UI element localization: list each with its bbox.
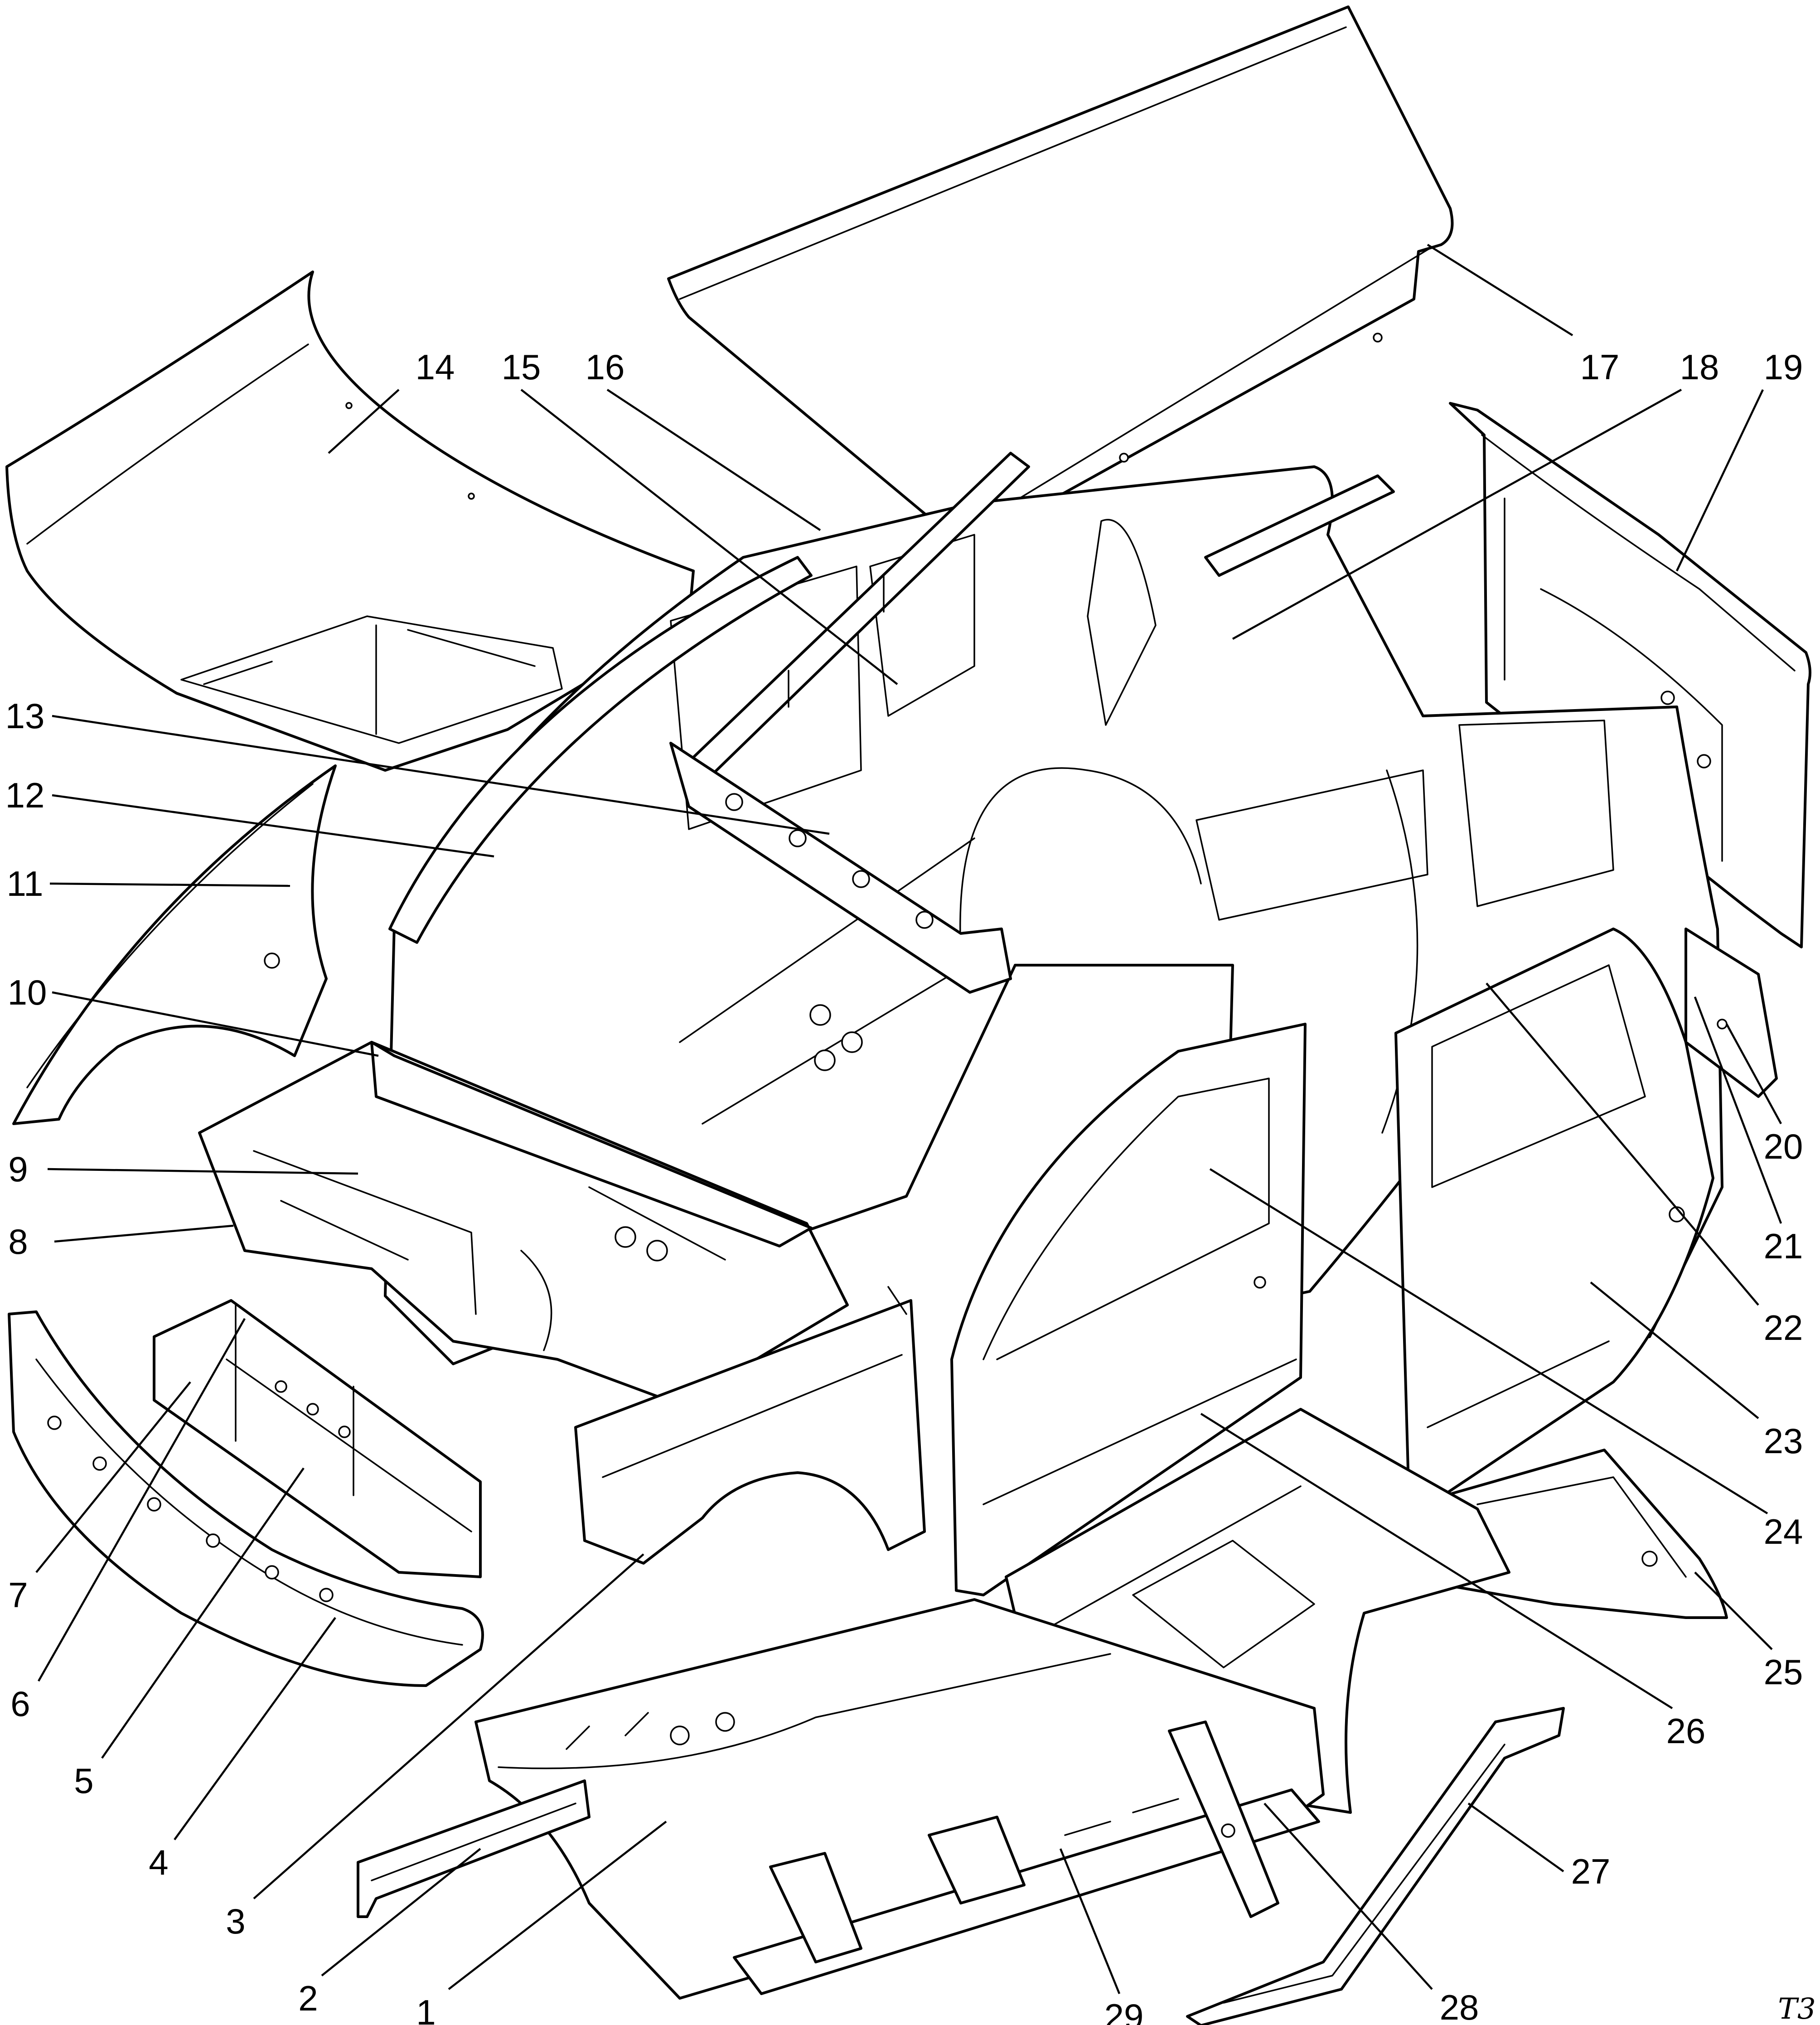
callout-7: 7	[8, 1575, 28, 1615]
callout-5: 5	[74, 1761, 93, 1801]
roof-panel	[667, 5, 1454, 537]
body-shell	[384, 465, 1723, 1374]
callout-13: 13	[5, 696, 45, 736]
leader-9	[47, 1168, 358, 1175]
floor-crossmember	[733, 1788, 1320, 1995]
leader-10	[52, 991, 379, 1057]
leader-12	[52, 794, 494, 858]
leader-8	[54, 1224, 234, 1243]
leader-7	[35, 1381, 191, 1573]
leader-28	[1263, 1803, 1433, 1990]
publisher-logo-text: T3	[1778, 1992, 1815, 2025]
callout-12: 12	[5, 775, 45, 815]
leader-25	[1694, 1571, 1773, 1650]
front-door	[950, 1023, 1307, 1596]
leader-21	[1694, 996, 1782, 1224]
callout-10: 10	[8, 972, 47, 1012]
leader-22	[1486, 982, 1759, 1306]
leader-18	[1232, 389, 1682, 640]
callout-23: 23	[1764, 1421, 1803, 1461]
callout-20: 20	[1764, 1126, 1803, 1166]
leader-13	[52, 715, 830, 835]
leader-2	[321, 1848, 481, 1977]
leader-lines	[35, 244, 1782, 1994]
roof-bow	[1204, 474, 1395, 577]
radiator-support	[153, 1299, 482, 1578]
leader-5	[101, 1467, 305, 1759]
publisher-logo-icon: T3	[1778, 1992, 1815, 2025]
hood-panel	[5, 271, 695, 772]
callout-11: 11	[7, 864, 44, 904]
leader-20	[1726, 1023, 1782, 1125]
engine-bay	[198, 1041, 849, 1406]
a-pillar	[388, 556, 813, 944]
callout-25: 25	[1764, 1652, 1803, 1692]
front-bumper-beam	[8, 1310, 484, 1687]
callout-28: 28	[1440, 1987, 1479, 2025]
callout-1: 1	[416, 1992, 436, 2025]
leader-11	[49, 882, 290, 887]
windshield-cross-panel	[669, 742, 1012, 994]
callout-14: 14	[416, 347, 455, 387]
callout-26: 26	[1666, 1711, 1706, 1751]
leader-23	[1590, 1281, 1759, 1419]
callout-8: 8	[8, 1222, 28, 1261]
leader-24	[1209, 1168, 1768, 1514]
front-fender	[12, 764, 337, 1125]
leader-14	[328, 389, 400, 454]
callout-21: 21	[1764, 1226, 1803, 1266]
leader-19	[1675, 389, 1764, 571]
callout-19: 19	[1764, 347, 1803, 387]
leader-27	[1467, 1803, 1564, 1872]
callout-labels: 1 2 3 4 5 6 7 8 9 10 11 12 13 14 15 16 1…	[5, 347, 1803, 2025]
callout-16: 16	[586, 347, 625, 387]
floor-side-member	[1168, 1721, 1279, 1918]
sill-reinforcement	[357, 1779, 591, 1918]
callout-4: 4	[149, 1842, 168, 1882]
callout-2: 2	[298, 1978, 318, 2018]
callout-9: 9	[8, 1149, 28, 1189]
leader-6	[38, 1318, 246, 1682]
rear-panel	[1684, 928, 1778, 1098]
callout-22: 22	[1764, 1308, 1803, 1348]
rear-door	[1394, 928, 1714, 1519]
callout-27: 27	[1571, 1851, 1611, 1891]
leader-15	[520, 389, 898, 685]
leader-26	[1200, 1413, 1673, 1709]
leader-3	[253, 1553, 644, 1899]
leader-29	[1059, 1848, 1121, 1994]
callout-29: 29	[1104, 1996, 1144, 2025]
leader-1	[448, 1821, 667, 1990]
tailgate	[1449, 402, 1811, 948]
callout-3: 3	[226, 1901, 245, 1941]
callout-17: 17	[1580, 347, 1620, 387]
leader-4	[174, 1617, 336, 1841]
callout-24: 24	[1764, 1512, 1803, 1551]
front-apron	[574, 1286, 926, 1565]
callout-6: 6	[10, 1684, 30, 1724]
leader-17	[1427, 244, 1573, 336]
callout-15: 15	[502, 347, 541, 387]
leader-16	[606, 389, 821, 531]
rear-longitudinal	[1186, 1707, 1565, 2025]
callout-18: 18	[1680, 347, 1719, 387]
